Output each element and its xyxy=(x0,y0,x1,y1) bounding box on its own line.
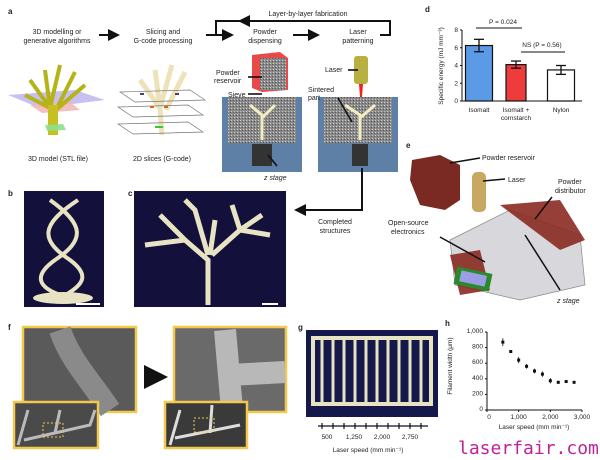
e-callout-distributor-2: distributor xyxy=(555,188,586,195)
laser-patterning-illustration xyxy=(318,56,398,172)
watermark: laserfair.com xyxy=(458,438,599,459)
e-callout-distributor-1: Powder xyxy=(558,179,582,186)
d-category-label: Isomalt xyxy=(469,107,490,114)
e-callout-electronics-1: Open-source xyxy=(388,220,429,227)
h-ytick-label: 800 xyxy=(472,344,483,351)
completed-arrow xyxy=(294,168,363,216)
stl-model-illustration xyxy=(8,64,105,136)
step-1-line2: generative algorithms xyxy=(24,38,91,45)
step-3-line1: Powder xyxy=(253,29,277,36)
panel-label-d: d xyxy=(425,5,430,14)
h-ylabel: Filament width (μm) xyxy=(447,337,454,394)
laser-3d xyxy=(472,172,486,212)
panel-label-a: a xyxy=(8,7,13,16)
d-ylabel: Specific energy (mJ mm⁻³) xyxy=(438,27,445,104)
h-xtick-label: 3,000 xyxy=(574,414,591,421)
reservoir-3d xyxy=(410,155,460,210)
panel-f: f xyxy=(8,323,288,450)
completed-line1: Completed xyxy=(318,219,352,226)
step-2-line1: Slicing and xyxy=(146,29,180,36)
g-tick-3: 2,750 xyxy=(402,434,419,441)
g-tick-2: 2,000 xyxy=(374,434,391,441)
callout-laser: Laser xyxy=(325,67,343,74)
callout-powder-reservoir-1: Powder xyxy=(216,70,240,77)
h-ytick-label: 200 xyxy=(472,390,483,397)
d-bar xyxy=(546,69,576,102)
d-ytick-label: 0 xyxy=(454,98,458,105)
step-4-line1: Laser xyxy=(349,29,367,36)
e-callout-reservoir: Powder reservoir xyxy=(482,155,536,162)
g-tick-0: 500 xyxy=(322,434,333,441)
callout-z-stage: z stage xyxy=(263,175,287,182)
panel-g: g 500 1,250 2,000 2,750 Laser speed (mm … xyxy=(298,323,438,454)
h-ytick-label: 600 xyxy=(472,359,483,366)
completed-line2: structures xyxy=(320,228,351,235)
h-point xyxy=(564,380,568,384)
powder-dispensing-illustration xyxy=(222,52,302,172)
h-point xyxy=(501,340,505,344)
flow-arrows xyxy=(99,15,391,41)
d-category-label: Isomalt + xyxy=(503,107,530,114)
h-ytick-label: 1,000 xyxy=(467,328,484,335)
g-tick-1: 1,250 xyxy=(346,434,363,441)
h-point xyxy=(517,358,521,362)
h-point xyxy=(572,380,576,384)
d-annotation-p: P = 0.024 xyxy=(489,19,517,26)
chart-h: h 0 200 400 600 800 1,000 0 1,000 2,000 3,000 Fil… xyxy=(445,319,591,431)
h-point xyxy=(525,364,529,368)
panel-label-f: f xyxy=(8,323,11,332)
d-ytick-label: 2 xyxy=(454,80,458,87)
d-bar xyxy=(505,64,527,102)
g-xlabel: Laser speed (mm min⁻¹) xyxy=(333,447,404,454)
callout-powder-reservoir-2: reservoir xyxy=(214,78,242,85)
panel-label-b: b xyxy=(8,189,13,198)
panel-label-h: h xyxy=(445,319,450,328)
d-ytick-label: 8 xyxy=(454,27,458,34)
step-3-line2: dispensing xyxy=(248,38,282,45)
h-point xyxy=(509,350,513,353)
step-1-line1: 3D modelling or xyxy=(32,29,82,36)
d-bar xyxy=(464,44,494,102)
d-category-label: cornstarch xyxy=(501,115,532,122)
loop-label: Layer-by-layer fabrication xyxy=(269,11,348,18)
d-ytick-label: 4 xyxy=(454,63,458,70)
gcode-slices-illustration xyxy=(116,64,207,136)
callout-sintered-1: Sintered xyxy=(308,87,334,94)
e-callout-z-stage: z stage xyxy=(556,298,580,305)
step-4-line2: patterning xyxy=(342,38,373,45)
h-ytick-label: 400 xyxy=(472,375,483,382)
step-2-line2: G-code processing xyxy=(134,38,193,45)
callout-lines xyxy=(248,69,358,167)
caption-2d-slices: 2D slices (G-code) xyxy=(133,156,191,163)
h-xtick-label: 1,000 xyxy=(511,414,528,421)
d-ytick-label: 6 xyxy=(454,45,458,52)
h-point xyxy=(556,380,560,384)
callout-sieve: Sieve xyxy=(228,92,246,99)
e-callout-laser: Laser xyxy=(508,177,526,184)
dna-photo xyxy=(24,191,104,307)
h-xtick-label: 0 xyxy=(487,414,491,421)
panel-label-e: e xyxy=(406,141,411,150)
e-callout-electronics-2: electronics xyxy=(391,229,425,236)
h-xlabel: Laser speed (mm min⁻¹) xyxy=(499,424,570,431)
h-xtick-label: 2,000 xyxy=(542,414,559,421)
h-point xyxy=(533,369,536,373)
panel-e: e Powder reservoir Laser Powder distribu… xyxy=(388,141,586,305)
panel-label-g: g xyxy=(298,323,303,332)
d-category-label: Nylon xyxy=(553,107,570,114)
tree-photo xyxy=(134,191,286,307)
panel-label-c: c xyxy=(128,189,133,198)
d-annotation-ns: NS (P = 0.56) xyxy=(522,42,561,49)
caption-3d-model: 3D model (STL file) xyxy=(28,156,88,163)
h-point xyxy=(540,372,544,376)
h-ytick-label: 0 xyxy=(479,406,483,413)
panel-a: a 3D modelling or generative algorithms … xyxy=(8,7,398,235)
callout-sintered-2: part xyxy=(308,95,320,102)
h-point xyxy=(548,379,552,383)
